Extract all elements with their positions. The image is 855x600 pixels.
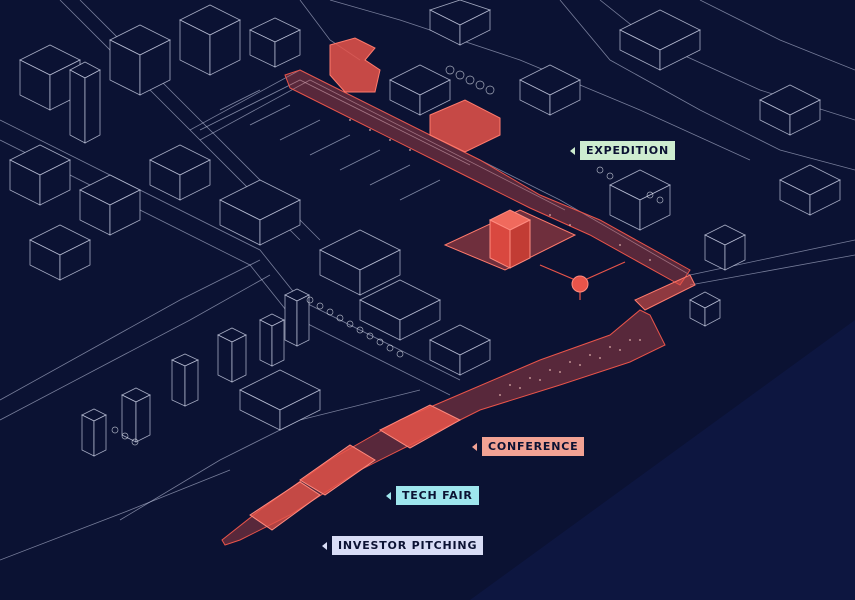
pointer-icon [386,491,391,500]
tech-fair-hall [299,444,376,496]
water-area [470,320,855,600]
tree-rows [111,65,664,446]
label-text: EXPEDITION [580,141,675,160]
pointer-icon [322,541,327,550]
label-text: CONFERENCE [482,437,585,456]
pointer-icon [570,146,575,155]
event-route [221,37,696,546]
label-expedition: EXPEDITION [570,141,675,160]
expedition-building-a [329,37,381,93]
label-conference: CONFERENCE [472,437,585,456]
label-text: INVESTOR PITCHING [332,536,484,555]
harbour-lines [199,79,471,201]
crowd-dots [349,119,651,396]
label-text: TECH FAIR [396,486,479,505]
expedition-building-b [429,99,501,153]
investor-pitching-hall [249,481,321,531]
label-tech-fair: TECH FAIR [386,486,479,505]
pavilion-dome [571,275,589,293]
tower-right [509,219,531,269]
label-investor-pitching: INVESTOR PITCHING [322,536,484,555]
conference-hall [378,404,462,449]
bridge [634,274,696,311]
pointer-icon [472,442,477,451]
